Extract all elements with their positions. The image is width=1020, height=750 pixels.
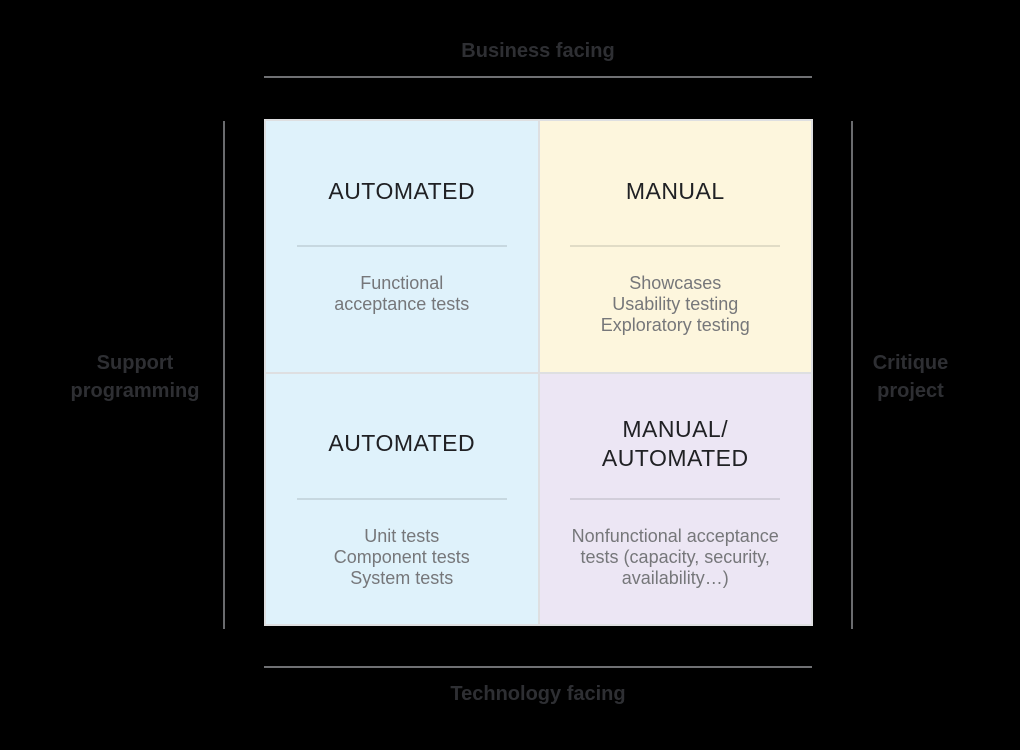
quadrant-item: Functional — [360, 273, 444, 293]
quadrant-heading: MANUAL/ AUTOMATED — [540, 374, 812, 498]
quadrant-heading-line: AUTOMATED — [328, 430, 476, 456]
quadrant-item: Unit tests — [364, 525, 440, 546]
quadrant-divider — [296, 245, 507, 247]
quadrant-item: tests (capacity, security, — [580, 546, 770, 567]
quadrant-item: availability…) — [621, 567, 729, 588]
technology-facing-axis-line — [264, 666, 812, 668]
quadrant-heading-line: MANUAL — [625, 177, 725, 204]
quadrant-item: Exploratory testing — [600, 315, 750, 335]
critique-project-axis-line — [851, 121, 853, 629]
quadrant-divider — [570, 497, 781, 500]
quadrant-divider — [570, 245, 781, 247]
quadrant-item: System tests — [350, 567, 454, 588]
quadrant-heading-line: MANUAL/ — [622, 415, 729, 442]
quadrant-business-automated: AUTOMATED Functional acceptance tests — [266, 121, 538, 372]
quadrant-business-manual: MANUAL Showcases Usability testing Explo… — [539, 121, 812, 372]
quadrant-item: Showcases — [629, 273, 722, 293]
quadrant-technology-automated: AUTOMATED Unit tests Component tests Sys… — [266, 373, 538, 624]
quadrant-item: Usability testing — [612, 294, 739, 314]
quadrant-divider — [296, 497, 507, 500]
axis-label-critique-project: Critique project — [872, 352, 949, 402]
support-programming-axis-line — [223, 121, 225, 629]
quadrant-items: Unit tests Component tests System tests — [266, 526, 538, 589]
quadrant-heading: AUTOMATED — [266, 121, 538, 245]
quadrant-heading: MANUAL — [540, 121, 812, 245]
axis-label-business-facing: Business facing — [461, 40, 615, 62]
quadrant-heading-line: AUTOMATED — [601, 444, 749, 471]
quadrant-items: Showcases Usability testing Exploratory … — [540, 273, 812, 336]
quadrant-items: Functional acceptance tests — [266, 273, 538, 315]
axis-label-technology-facing: Technology facing — [450, 683, 626, 705]
quadrant-grid: AUTOMATED Functional acceptance tests MA… — [264, 119, 813, 626]
quadrant-item: Component tests — [333, 546, 470, 567]
quadrant-items: Nonfunctional acceptance tests (capacity… — [540, 526, 812, 589]
axis-label-support-programming: Support programming — [70, 352, 200, 402]
quadrant-heading-line: AUTOMATED — [328, 177, 476, 204]
business-facing-axis-line — [264, 76, 812, 78]
quadrant-item: acceptance tests — [334, 294, 470, 314]
quadrant-heading: AUTOMATED — [266, 374, 538, 498]
quadrant-item: Nonfunctional acceptance — [571, 525, 779, 546]
quadrant-technology-manual-automated: MANUAL/ AUTOMATED Nonfunctional acceptan… — [539, 373, 812, 624]
